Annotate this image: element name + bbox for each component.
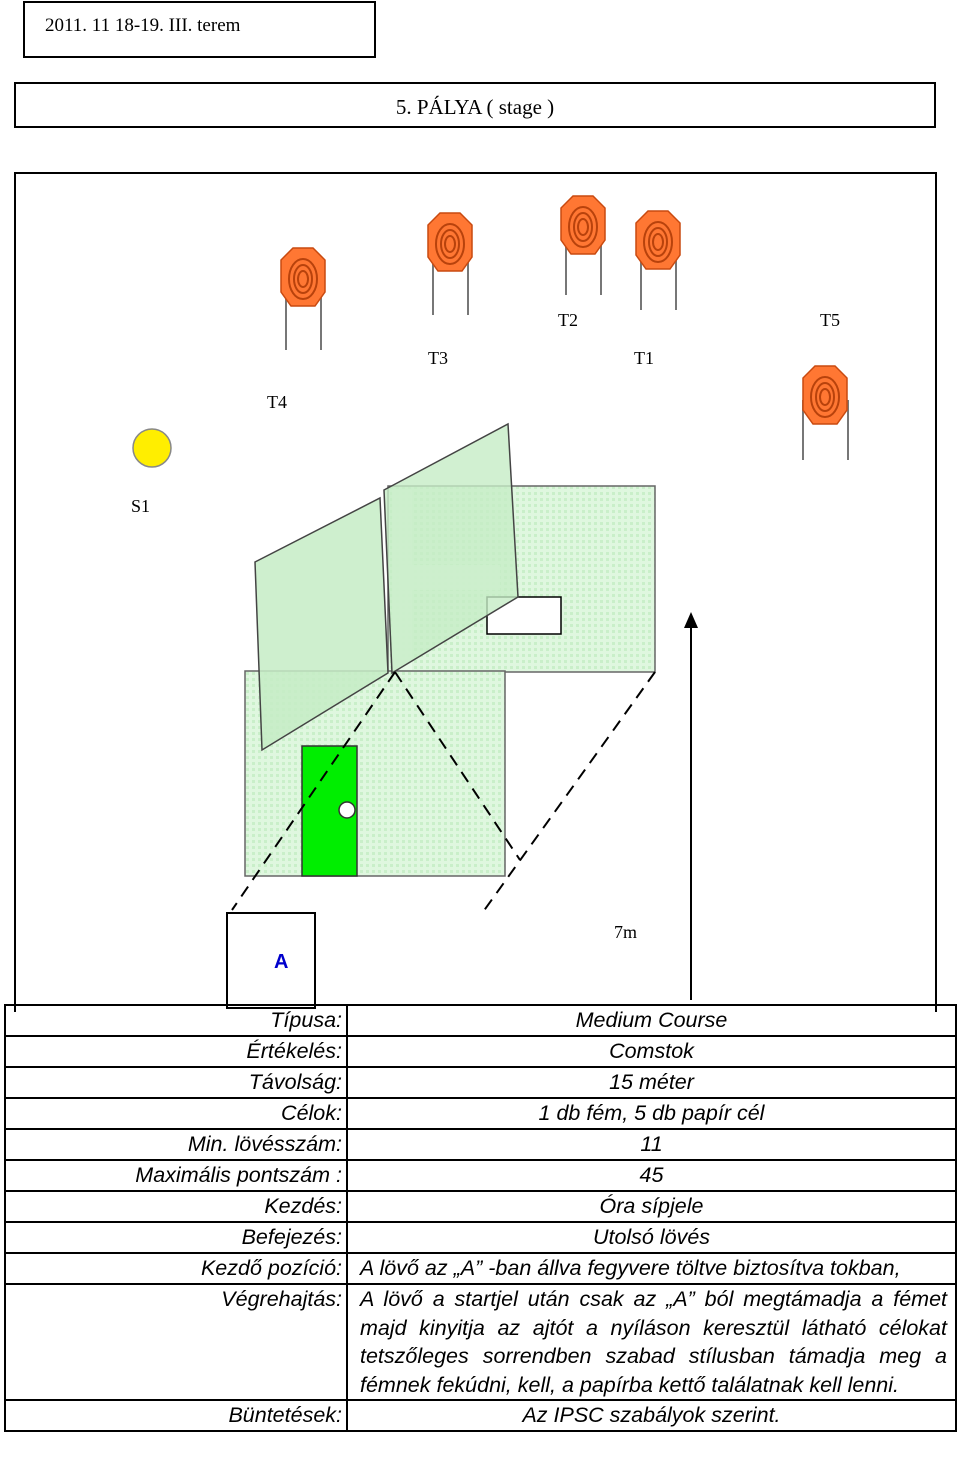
- info-value: Comstok: [346, 1035, 957, 1068]
- stage-title-box: 5. PÁLYA ( stage ): [14, 82, 936, 128]
- paper-target-t1: [635, 210, 681, 270]
- label-t1: T1: [634, 348, 654, 368]
- wall-panel-angled-right: [383, 422, 519, 675]
- start-position-box: [226, 912, 316, 1009]
- info-key: Típusa:: [4, 1004, 348, 1037]
- info-value: 15 méter: [346, 1066, 957, 1099]
- info-value: Óra sípjele: [346, 1190, 957, 1223]
- label-t2: T2: [558, 310, 578, 330]
- info-key: Végrehajtás:: [4, 1283, 348, 1401]
- paper-target-t2: [560, 195, 606, 255]
- info-key: Maximális pontszám :: [4, 1159, 348, 1192]
- info-value: Az IPSC szabályok szerint.: [346, 1399, 957, 1432]
- info-row: Min. lövésszám:11: [4, 1128, 957, 1161]
- info-row: Kezdés:Óra sípjele: [4, 1190, 957, 1223]
- dashed-lines: [231, 671, 656, 913]
- stage-title: 5. PÁLYA ( stage ): [395, 95, 555, 119]
- info-row: Típusa:Medium Course: [4, 1004, 957, 1037]
- info-value: 11: [346, 1128, 957, 1161]
- steel-target-s1: [132, 428, 172, 468]
- paper-target-t4: [280, 247, 326, 307]
- info-key: Értékelés:: [4, 1035, 348, 1068]
- info-value: Utolsó lövés: [346, 1221, 957, 1254]
- info-key: Kezdő pozíció:: [4, 1252, 348, 1285]
- info-row: Végrehajtás:A lövő a startjel után csak …: [4, 1283, 957, 1401]
- paper-target-t3: [427, 212, 473, 272]
- info-value: 1 db fém, 5 db papír cél: [346, 1097, 957, 1130]
- paper-target-t5: [802, 365, 848, 425]
- arrow-head: [684, 612, 698, 628]
- info-value: 45: [346, 1159, 957, 1192]
- info-key: Min. lövésszám:: [4, 1128, 348, 1161]
- target-stands: [285, 235, 849, 460]
- label-s1: S1: [131, 496, 150, 516]
- info-row: Büntetések:Az IPSC szabályok szerint.: [4, 1399, 957, 1432]
- label-t5: T5: [820, 310, 840, 330]
- info-row: Távolság:15 méter: [4, 1066, 957, 1099]
- stage-diagram: T1 T2 T3 T4 T5 S1 7m A: [131, 195, 849, 1009]
- info-row: Értékelés:Comstok: [4, 1035, 957, 1068]
- door-handle: [338, 801, 356, 819]
- info-value: A lövő az „A” -ban állva fegyvere töltve…: [346, 1252, 957, 1285]
- info-row: Kezdő pozíció:A lövő az „A” -ban állva f…: [4, 1252, 957, 1285]
- label-t3: T3: [428, 348, 448, 368]
- info-row: Célok:1 db fém, 5 db papír cél: [4, 1097, 957, 1130]
- window-opening: [486, 596, 562, 635]
- info-key: Távolság:: [4, 1066, 348, 1099]
- label-start-a: A: [274, 951, 288, 973]
- info-key: Célok:: [4, 1097, 348, 1130]
- info-key: Büntetések:: [4, 1399, 348, 1432]
- info-row: Befejezés:Utolsó lövés: [4, 1221, 957, 1254]
- label-t4: T4: [267, 392, 287, 412]
- info-value: Medium Course: [346, 1004, 957, 1037]
- info-key: Kezdés:: [4, 1190, 348, 1223]
- date-box: 2011. 11 18-19. III. terem: [23, 1, 376, 58]
- info-key: Befejezés:: [4, 1221, 348, 1254]
- label-distance: 7m: [614, 922, 637, 942]
- info-value: A lövő a startjel után csak az „A” ból m…: [346, 1283, 957, 1401]
- date-text: 2011. 11 18-19. III. terem: [45, 15, 241, 36]
- wall-panel-angled-left: [254, 496, 389, 752]
- info-row: Maximális pontszám :45: [4, 1159, 957, 1192]
